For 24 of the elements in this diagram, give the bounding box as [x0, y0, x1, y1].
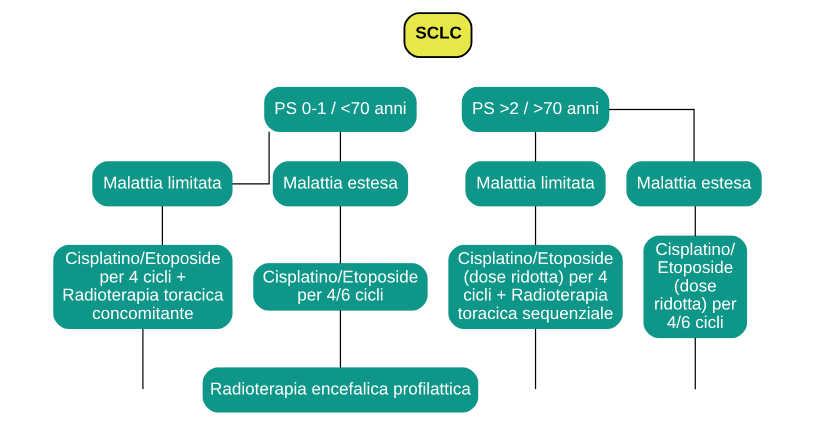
node-box: Malattia estesa: [272, 161, 408, 206]
connector: [161, 206, 163, 246]
node-box: Radioterapia encefalica profilattica: [202, 367, 478, 412]
connector: [534, 328, 536, 390]
node-box: Malattia limitata: [92, 161, 232, 206]
node-box: PS >2 / >70 anni: [461, 86, 609, 132]
connector: [534, 206, 536, 246]
connector: [142, 328, 143, 390]
connector: [608, 108, 694, 162]
node-box: Cisplatino/Etoposide per 4/6 cicli: [252, 263, 428, 311]
node-box: Cisplatino/Etoposide (dose ridotta) per 4 cicli + Radioterapia toracica sequenziale: [448, 244, 622, 329]
node-box: Cisplatino/Etoposide per 4 cicli + Radioterapia toracica concomitante: [52, 244, 232, 329]
node-box: Malattia limitata: [464, 161, 606, 206]
connector: [232, 132, 270, 184]
node-box: SCLC: [403, 12, 472, 58]
node-box: Cisplatino/ Etoposide (dose ridotta) per 4/6 cicli: [642, 236, 747, 338]
connector: [339, 132, 341, 162]
connector: [534, 132, 536, 162]
connector: [694, 338, 696, 390]
connector: [339, 310, 341, 368]
node-box: PS 0-1 / <70 anni: [264, 86, 416, 132]
connector: [694, 206, 696, 236]
connector: [339, 206, 341, 264]
node-box: Malattia estesa: [626, 161, 762, 206]
